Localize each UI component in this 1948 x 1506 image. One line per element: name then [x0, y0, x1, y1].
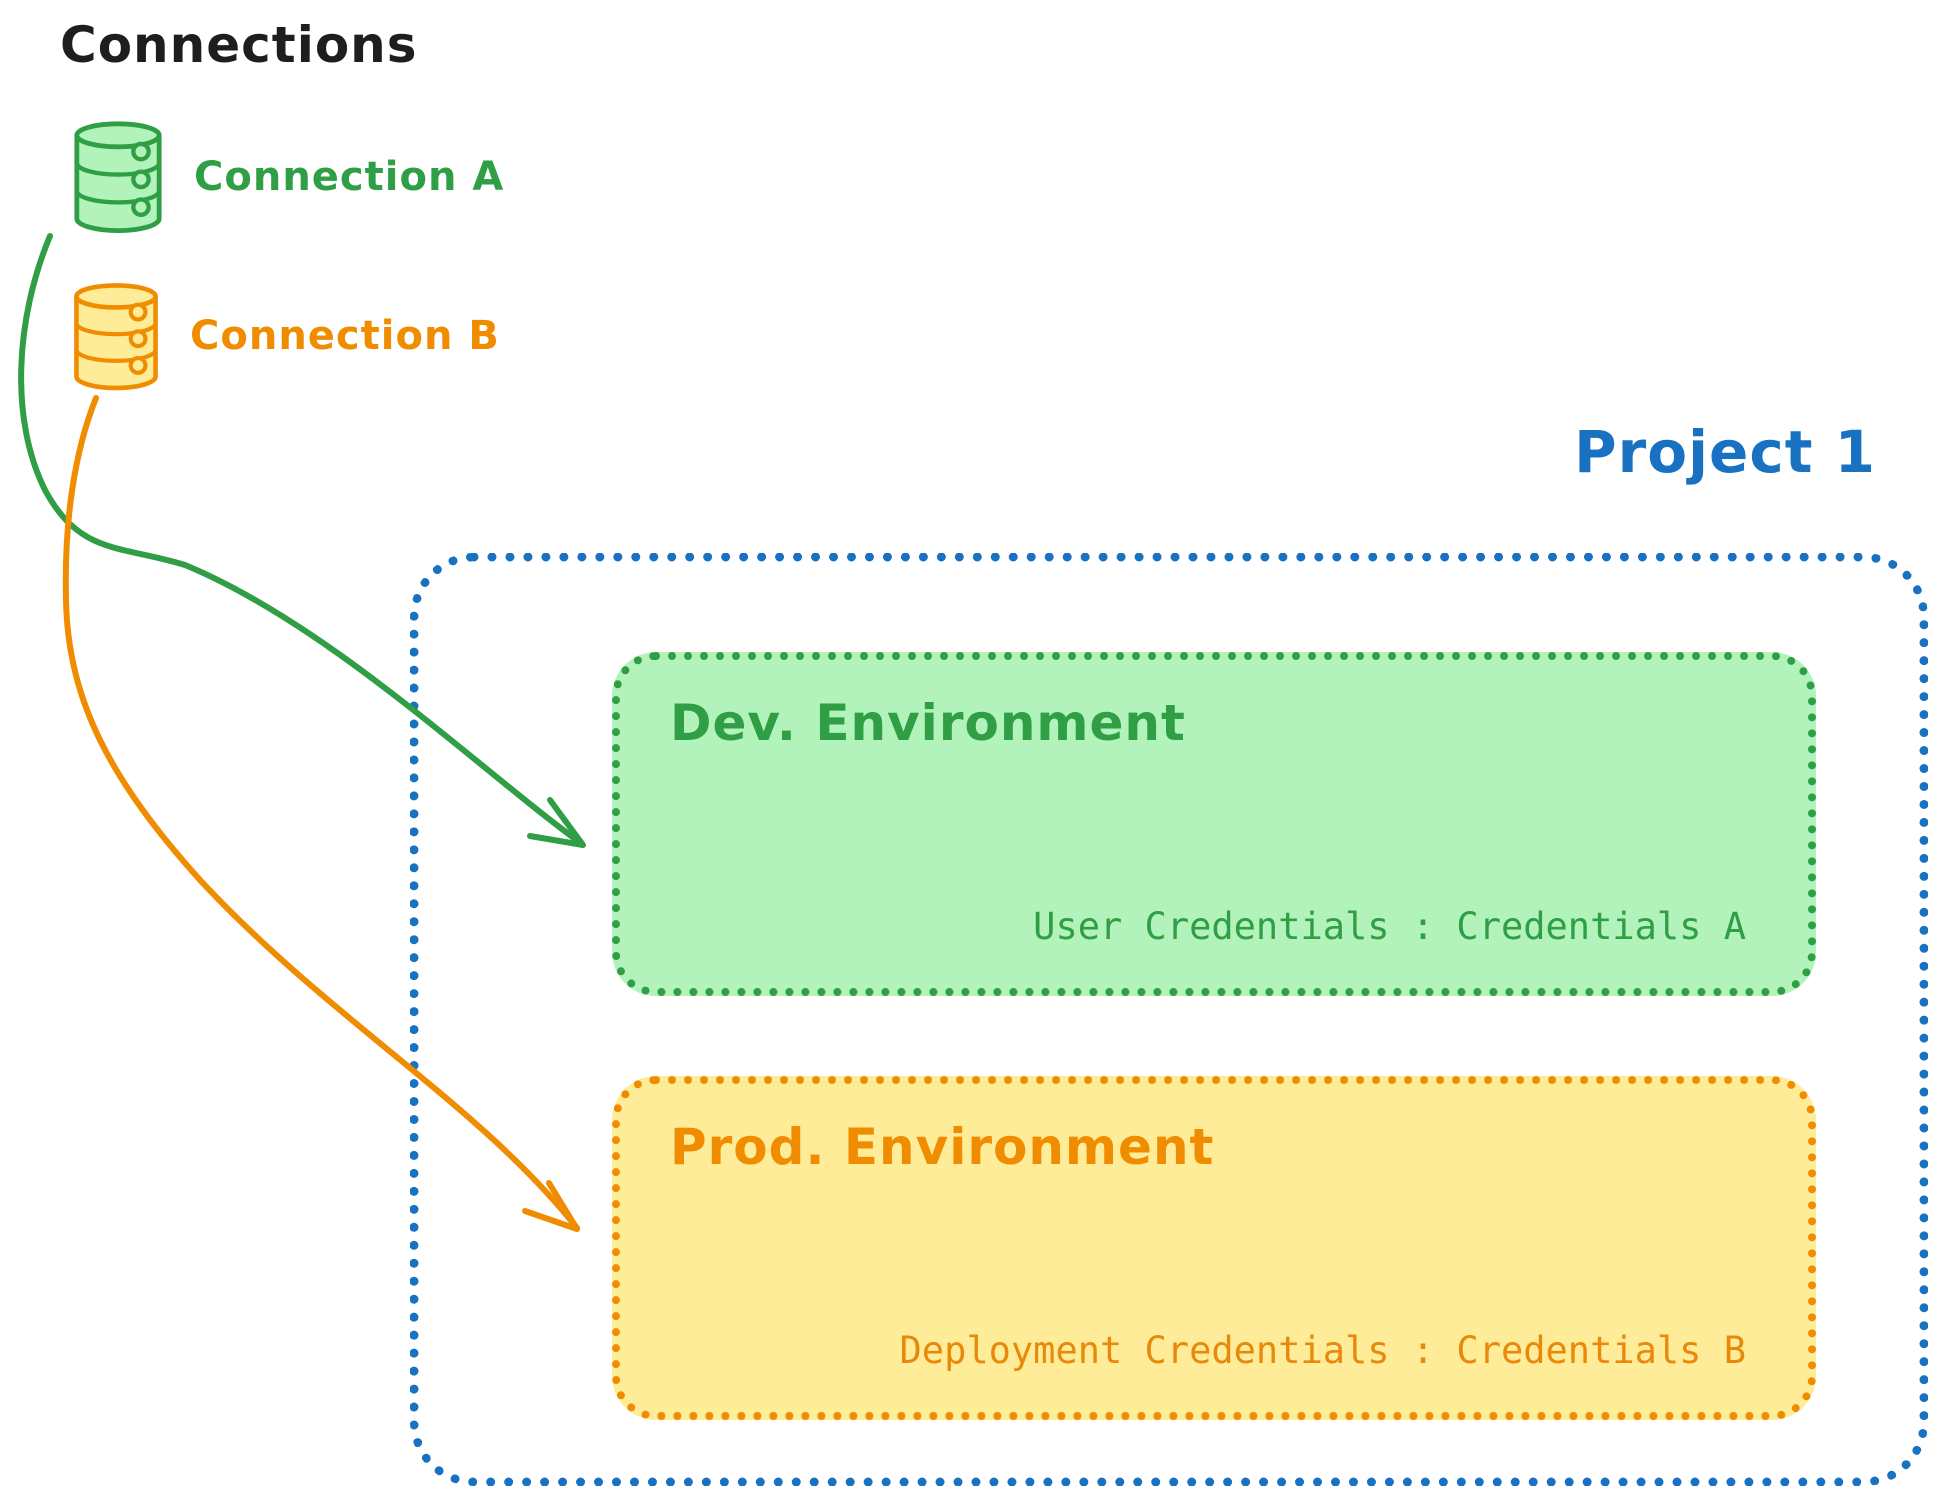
connection-b: Connection B: [70, 281, 500, 391]
project-title: Project 1: [1574, 418, 1876, 486]
prod-environment-title: Prod. Environment: [670, 1118, 1215, 1176]
prod-environment-box: Prod. Environment Deployment Credentials…: [612, 1076, 1816, 1420]
dev-environment-title: Dev. Environment: [670, 694, 1186, 752]
prod-environment-credentials: Deployment Credentials : Credentials B: [899, 1329, 1746, 1372]
diagram-title: Connections: [60, 16, 418, 74]
connection-a-label: Connection A: [194, 153, 505, 200]
database-icon: [70, 120, 166, 233]
database-icon: [70, 281, 162, 391]
connection-a: Connection A: [70, 120, 504, 233]
dev-environment-credentials: User Credentials : Credentials A: [1033, 905, 1746, 948]
connection-b-label: Connection B: [190, 313, 500, 359]
dev-environment-box: Dev. Environment User Credentials : Cred…: [612, 652, 1816, 996]
